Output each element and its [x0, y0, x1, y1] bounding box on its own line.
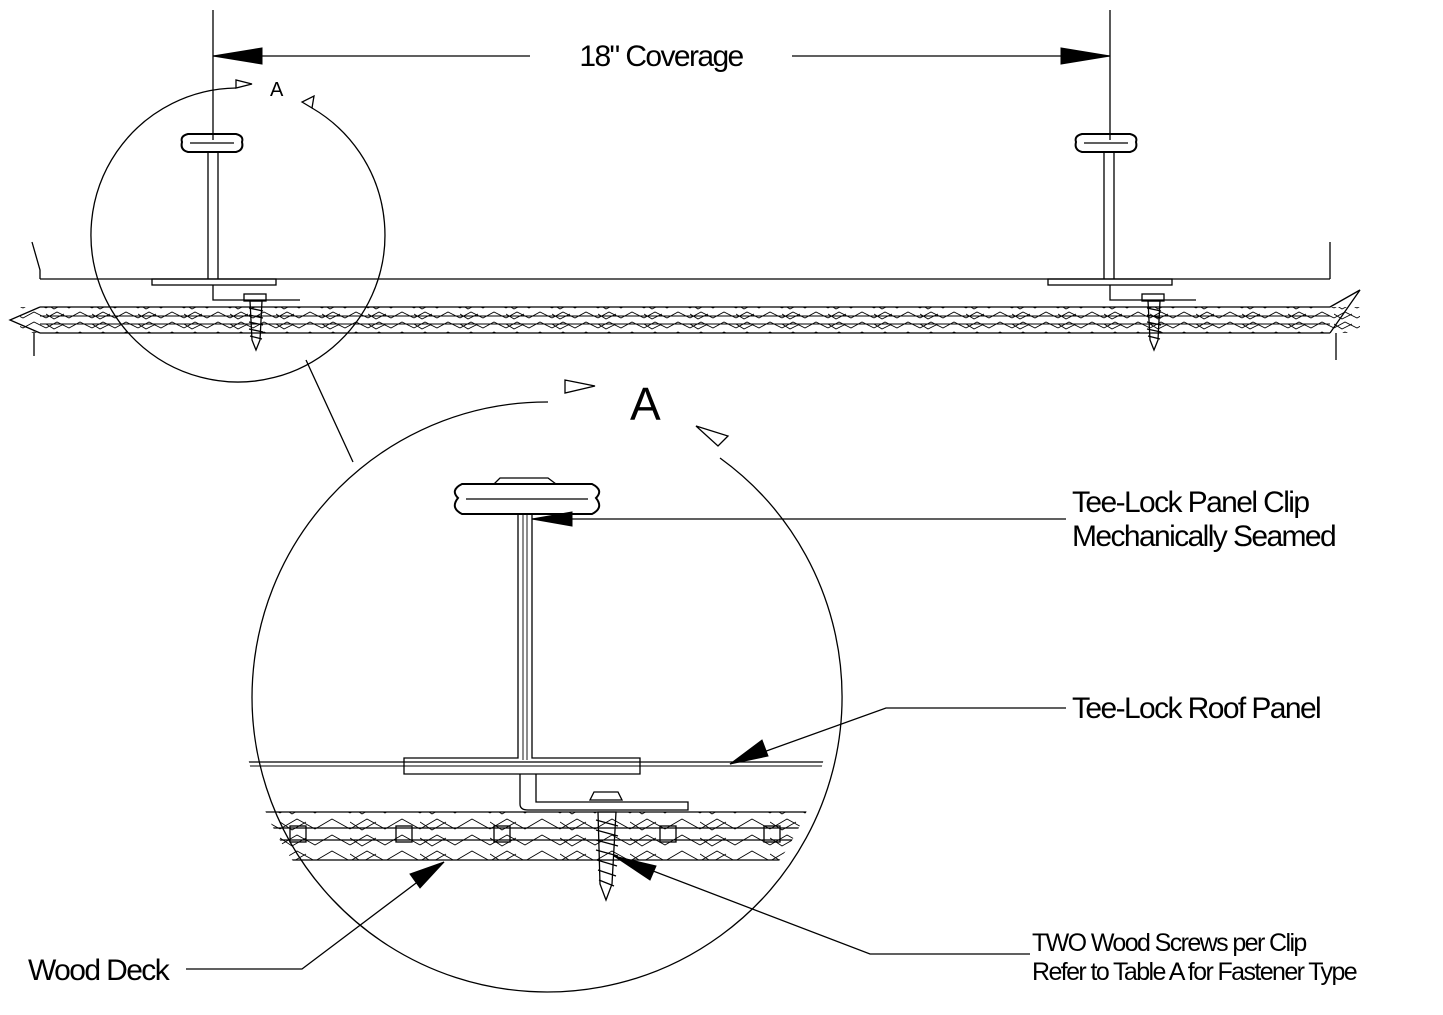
- detail-circle: [251, 401, 843, 993]
- detail-leader-line: [305, 359, 354, 463]
- detail-marker: A: [630, 378, 661, 430]
- section-marker: A: [270, 79, 284, 101]
- coverage-label: 18" Coverage: [579, 40, 743, 73]
- panel-clip-label-line1: Tee-Lock Panel Clip: [1072, 486, 1309, 519]
- panel-clip-label-line2: Mechanically Seamed: [1072, 520, 1335, 553]
- callout-roof-panel: [729, 707, 1066, 765]
- top-left-seam: [151, 133, 300, 352]
- top-right-screw: [1146, 300, 1162, 352]
- callout-panel-clip: [531, 511, 1066, 527]
- top-elevation-view: 18" Coverage: [8, 10, 1361, 463]
- detail-view: A: [28, 378, 1358, 993]
- detail-arrow-left: [564, 379, 596, 394]
- top-left-screw: [248, 300, 264, 352]
- detail-wood-deck: [241, 811, 831, 861]
- section-arrow-right: [300, 94, 315, 110]
- top-wood-deck: [8, 289, 1361, 360]
- wood-deck-label: Wood Deck: [28, 954, 171, 987]
- detail-screw: [588, 791, 624, 902]
- dimension-arrow-right: [1060, 47, 1111, 65]
- top-right-seam: [1047, 133, 1196, 352]
- screws-label-line2: Refer to Table A for Fastener Type: [1032, 958, 1357, 986]
- section-arrow-left: [235, 79, 253, 89]
- detail-arrow-right: [695, 425, 730, 447]
- section-cut-circle: [90, 79, 386, 383]
- dimension-arrow-left: [212, 47, 263, 65]
- coverage-dimension: [212, 10, 1111, 140]
- roof-panel-label: Tee-Lock Roof Panel: [1072, 692, 1320, 725]
- screws-label-line1: TWO Wood Screws per Clip: [1032, 929, 1306, 957]
- callout-wood-screws: [613, 855, 1030, 955]
- detail-tee-lock-seam: [403, 477, 689, 902]
- callout-wood-deck: [186, 861, 445, 970]
